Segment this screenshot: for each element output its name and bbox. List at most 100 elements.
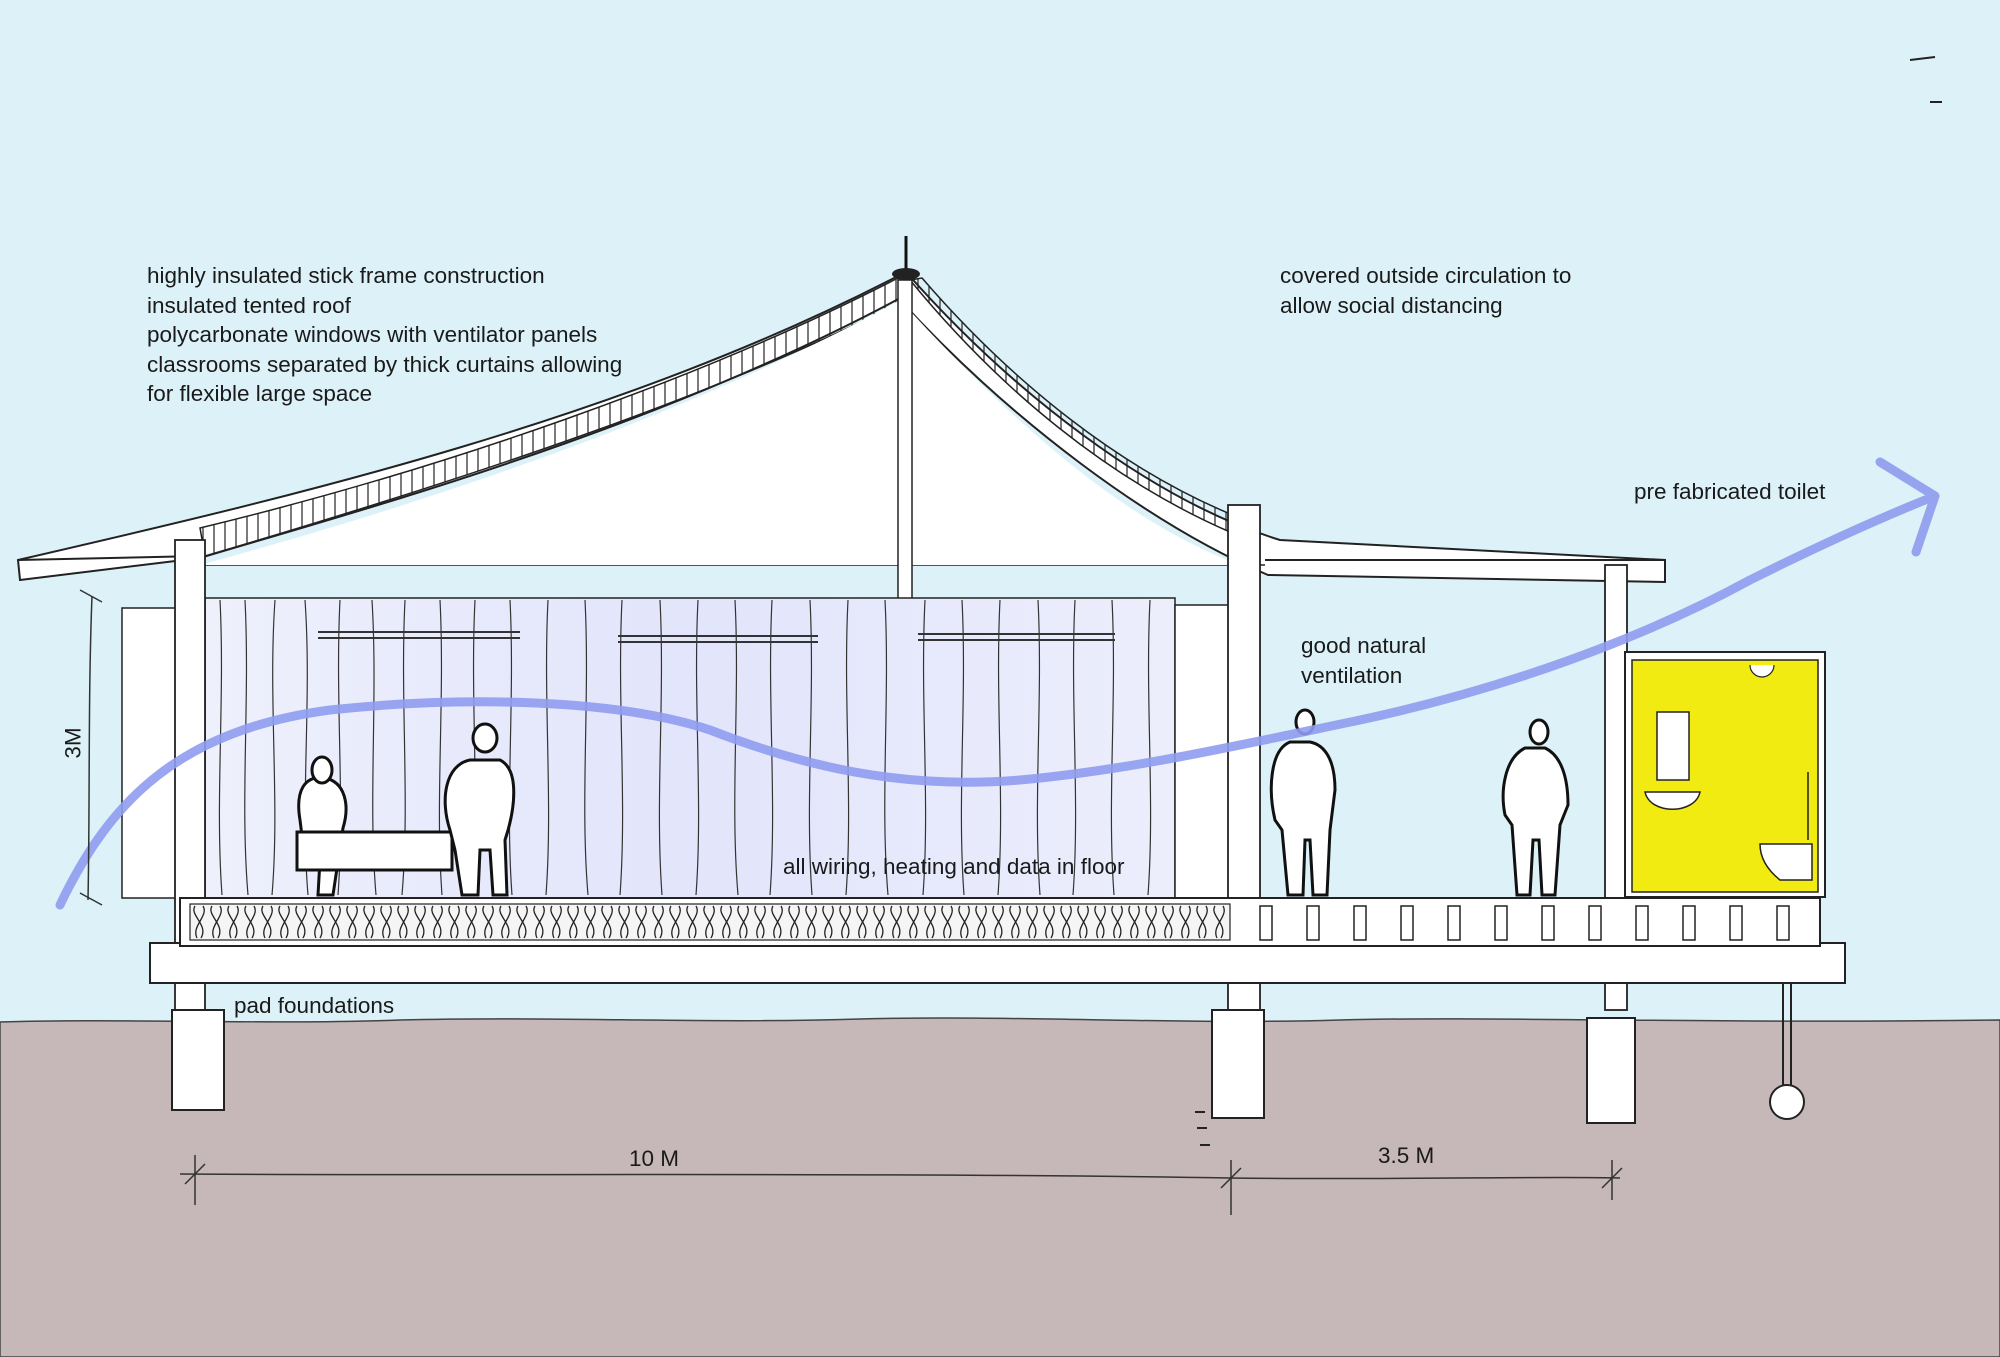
insulation-loop xyxy=(975,905,987,939)
deck-joist xyxy=(1306,905,1320,941)
insulation-loop xyxy=(703,905,715,939)
insulation-loop xyxy=(329,905,341,939)
insulation-loop xyxy=(1145,905,1157,939)
insulation-loop xyxy=(1111,905,1123,939)
deck-joist xyxy=(1729,905,1743,941)
construction-note-4: classrooms separated by thick curtains a… xyxy=(147,351,623,377)
construction-note-3: polycarbonate windows with ventilator pa… xyxy=(147,322,598,347)
insulation-loop xyxy=(1213,905,1225,939)
height-dimension-label: 3M xyxy=(60,727,86,759)
insulation-loop xyxy=(550,905,562,939)
insulation-loop xyxy=(567,905,579,939)
insulation-loop xyxy=(227,905,239,939)
insulation-loop xyxy=(669,905,681,939)
insulation-loop xyxy=(533,905,545,939)
insulation-loop xyxy=(635,905,647,939)
deck-joist xyxy=(1447,905,1461,941)
insulation-loop xyxy=(822,905,834,939)
insulation-loop xyxy=(1094,905,1106,939)
insulation-loop xyxy=(1060,905,1072,939)
insulation-loop xyxy=(346,905,358,939)
construction-note-5: for flexible large space xyxy=(147,381,373,406)
insulation-loop xyxy=(1009,905,1021,939)
insulation-loop xyxy=(601,905,613,939)
pad-foundations xyxy=(171,983,1805,1124)
floor-services-label: all wiring, heating and data in floor xyxy=(783,854,1125,879)
interior-ceiling xyxy=(200,300,1240,565)
king-post xyxy=(897,279,913,621)
deck-joist xyxy=(1635,905,1649,941)
insulation-loop xyxy=(805,905,817,939)
circulation-note-1: covered outside circulation to xyxy=(1280,263,1572,288)
insulation-loop xyxy=(1043,905,1055,939)
circulation-width-label: 3.5 M xyxy=(1378,1143,1435,1168)
insulation-loop xyxy=(278,905,290,939)
deck-joist xyxy=(1588,905,1602,941)
dimension-lines xyxy=(79,589,1623,1215)
insulation-loop xyxy=(924,905,936,939)
circulation-notes: covered outside circulation to allow soc… xyxy=(1280,261,1571,320)
insulation-loop xyxy=(295,905,307,939)
insulation-loop xyxy=(312,905,324,939)
insulation-loop xyxy=(856,905,868,939)
deck-joist xyxy=(1776,905,1790,941)
insulation-loop xyxy=(686,905,698,939)
insulation-loop xyxy=(941,905,953,939)
insulation-loop xyxy=(754,905,766,939)
deck-joist xyxy=(1353,905,1367,941)
insulation-loop xyxy=(193,905,205,939)
insulation-loop xyxy=(1179,905,1191,939)
insulation-loop xyxy=(618,905,630,939)
toilet-label: pre fabricated toilet xyxy=(1634,479,1826,504)
insulation-loop xyxy=(720,905,732,939)
insulation-loop xyxy=(907,905,919,939)
insulation-loop xyxy=(363,905,375,939)
insulation-loop xyxy=(431,905,443,939)
insulation-loop xyxy=(414,905,426,939)
insulation-loop xyxy=(771,905,783,939)
construction-note-1: highly insulated stick frame constructio… xyxy=(147,263,545,288)
sketch-marks xyxy=(1195,56,1942,1146)
insulation-loop xyxy=(839,905,851,939)
people-figures xyxy=(295,708,1570,897)
floor-insulation xyxy=(193,905,1225,939)
insulation-loop xyxy=(652,905,664,939)
deck-joists xyxy=(1259,905,1790,941)
classroom-width-label: 10 M xyxy=(629,1146,680,1171)
ground xyxy=(0,1017,2000,1357)
deck-joist xyxy=(1259,905,1273,941)
ventilation-notes: good natural ventilation xyxy=(1301,631,1426,690)
insulation-loop xyxy=(516,905,528,939)
construction-note-2: insulated tented roof xyxy=(147,292,351,318)
curtain-rails xyxy=(318,631,1115,643)
ventilation-note-1: good natural xyxy=(1301,633,1427,658)
insulation-loop xyxy=(958,905,970,939)
insulation-loop xyxy=(244,905,256,939)
insulation-loop xyxy=(448,905,460,939)
insulation-loop xyxy=(992,905,1004,939)
insulation-loop xyxy=(1077,905,1089,939)
airflow-arrow xyxy=(55,457,1940,910)
insulation-loop xyxy=(1128,905,1140,939)
insulation-loop xyxy=(584,905,596,939)
insulation-loop xyxy=(380,905,392,939)
circulation-note-2: allow social distancing xyxy=(1280,292,1503,318)
insulation-loop xyxy=(873,905,885,939)
ventilation-note-2: ventilation xyxy=(1301,662,1403,688)
insulation-loop xyxy=(261,905,273,939)
insulation-loop xyxy=(737,905,749,939)
insulation-loop xyxy=(397,905,409,939)
toilet-pod xyxy=(1624,651,1826,898)
deck-joist xyxy=(1541,905,1555,941)
insulation-loop xyxy=(890,905,902,939)
construction-notes: highly insulated stick frame constructio… xyxy=(147,261,622,409)
insulation-loop xyxy=(210,905,222,939)
deck-joist xyxy=(1682,905,1696,941)
insulation-loop xyxy=(788,905,800,939)
insulation-loop xyxy=(499,905,511,939)
insulation-loop xyxy=(482,905,494,939)
insulation-loop xyxy=(1162,905,1174,939)
insulation-loop xyxy=(1026,905,1038,939)
deck-joist xyxy=(1494,905,1508,941)
